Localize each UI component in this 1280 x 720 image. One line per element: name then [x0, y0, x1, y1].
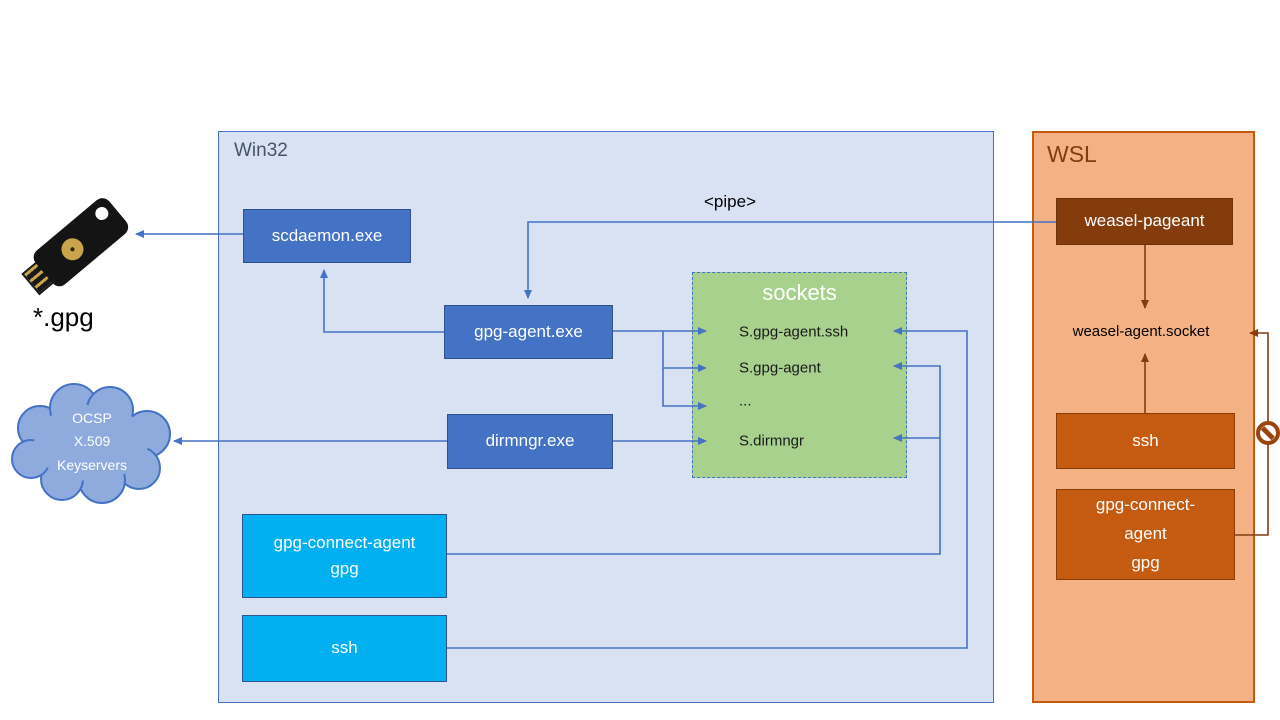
socket-entry-gpg-agent: S.gpg-agent — [739, 359, 821, 377]
win32-group-label: Win32 — [234, 140, 288, 161]
keyserver-cloud-icon — [11, 383, 171, 504]
ssh-win32-box: ssh — [242, 615, 447, 682]
gpg-agent-label: gpg-agent.exe — [474, 321, 583, 341]
keyserver-cloud: OCSP X.509 Keyservers — [6, 376, 178, 508]
no-entry-icon — [1256, 421, 1280, 445]
ssh-wsl-label: ssh — [1132, 430, 1159, 450]
dirmngr-label: dirmngr.exe — [485, 431, 575, 451]
gpg-connect-agent-wsl-label-line3: gpg — [1131, 552, 1160, 572]
usb-key-disc-dot — [69, 246, 76, 253]
usb-key-hole — [92, 204, 112, 223]
pipe-label: <pipe> — [704, 192, 756, 211]
no-entry-icon-bar — [1261, 426, 1275, 440]
gpg-agent-box: gpg-agent.exe — [444, 305, 613, 359]
gpg-files-label: *.gpg — [33, 302, 94, 332]
ssh-wsl-box: ssh — [1056, 413, 1235, 469]
sockets-title: sockets — [762, 280, 837, 305]
sockets-box: sockets S.gpg-agent.ssh S.gpg-agent ... … — [692, 272, 907, 478]
wsl-group-label: WSL — [1047, 141, 1097, 167]
usb-security-key-icon — [15, 193, 133, 303]
cloud-label-line1: OCSP — [72, 410, 112, 427]
gpg-connect-agent-win32-label-line1: gpg-connect-agent — [273, 532, 416, 552]
cloud-label-line2: X.509 — [73, 433, 111, 450]
usb-key-gold-disc — [56, 233, 88, 265]
cloud-label-line3: Keyservers — [56, 456, 128, 473]
ssh-win32-label: ssh — [331, 638, 358, 658]
gpg-connect-agent-wsl-box: gpg-connect- agent gpg — [1056, 489, 1235, 580]
gpg-connect-agent-wsl-label-line1: gpg-connect- — [1095, 495, 1196, 515]
socket-entry-dirmngr: S.dirmngr — [739, 432, 805, 450]
weasel-pageant-box: weasel-pageant — [1056, 198, 1233, 245]
gpg-connect-agent-wsl-label-line2: agent — [1124, 524, 1167, 544]
dirmngr-box: dirmngr.exe — [447, 414, 613, 469]
socket-entry-gpg-agent-ssh: S.gpg-agent.ssh — [739, 323, 849, 341]
gpg-connect-agent-win32-box: gpg-connect-agent gpg — [242, 514, 447, 598]
weasel-pageant-label: weasel-pageant — [1084, 211, 1205, 231]
socket-entry-ellipsis: ... — [739, 392, 752, 410]
gpg-connect-agent-win32-label-line2: gpg — [330, 559, 359, 578]
scdaemon-label: scdaemon.exe — [271, 225, 383, 245]
weasel-agent-socket-label: weasel-agent.socket — [1072, 323, 1210, 340]
cloud-label: OCSP X.509 Keyservers — [6, 376, 178, 508]
scdaemon-box: scdaemon.exe — [243, 209, 411, 263]
